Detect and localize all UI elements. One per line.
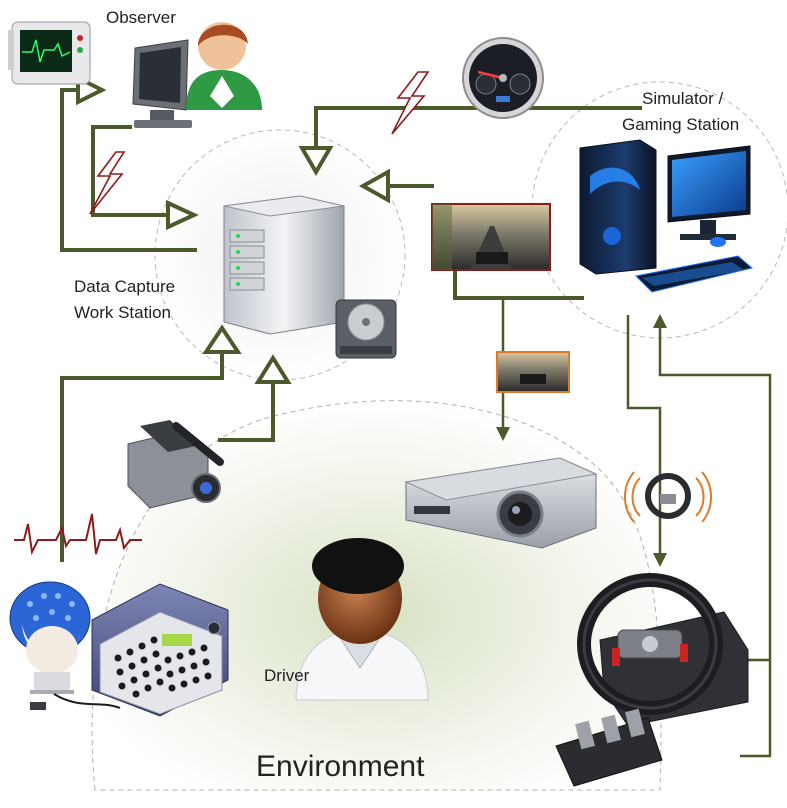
hard-drive-icon: [335, 299, 397, 359]
connectors: [60, 88, 772, 758]
steering-wheel-icon: [577, 573, 749, 727]
game-pc-icon: [579, 139, 754, 293]
projector-icon: [404, 457, 598, 549]
speedometer-gauge-icon: [462, 37, 544, 119]
environment-label: Environment: [256, 750, 425, 783]
observer-monitor-icon: [132, 39, 192, 128]
simulator-label-line1: Simulator /: [642, 89, 724, 108]
data-capture-label-line1: Data Capture: [74, 277, 175, 296]
eeg-amplifier-icon: [91, 583, 229, 717]
lightning-bolt-icon: [391, 71, 430, 135]
eeg-cap-icon: [9, 581, 121, 710]
racing-screenshot-icon: [431, 203, 551, 271]
lightning-bolt-icon: [89, 151, 126, 215]
observer-person-icon: [186, 22, 262, 110]
observer-label: Observer: [106, 8, 176, 27]
racing-screenshot-icon: [496, 351, 570, 393]
simulator-label-line2: Gaming Station: [622, 115, 739, 134]
vibration-wheel-icon: [624, 471, 712, 523]
heartbeat-signal-icon: [14, 513, 142, 556]
patient-monitor-icon: [8, 21, 91, 85]
data-capture-label-line2: Work Station: [74, 303, 171, 322]
video-camera-icon: [127, 420, 224, 509]
pedals-icon: [555, 708, 663, 787]
driver-person-icon: [295, 538, 429, 701]
server-tower-icon: [223, 195, 345, 335]
driver-label: Driver: [264, 666, 310, 685]
